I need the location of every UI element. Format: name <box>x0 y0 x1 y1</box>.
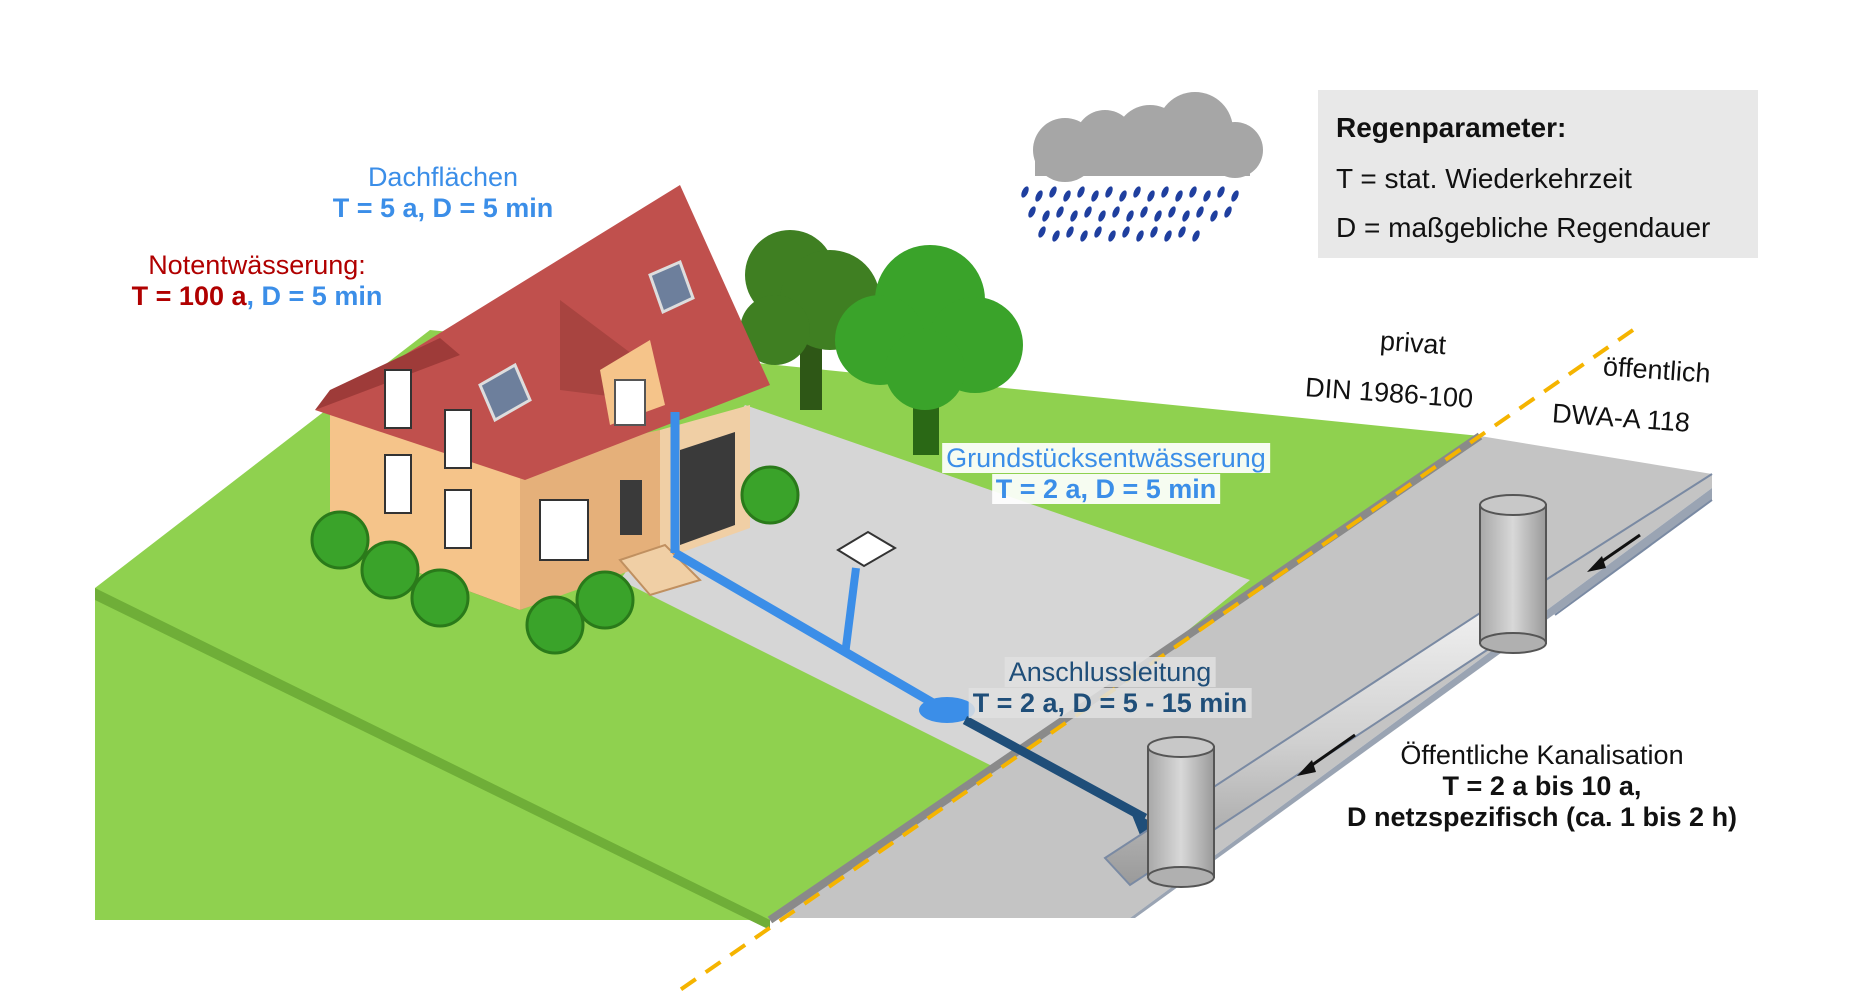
rain-cloud-icon <box>1021 92 1263 242</box>
grundstueck-title: Grundstücksentwässerung <box>942 443 1270 473</box>
raindrop <box>1122 226 1130 238</box>
raindrop <box>1066 226 1074 238</box>
kanalisation-title: Öffentliche Kanalisation <box>1400 740 1684 770</box>
skylight-1 <box>478 362 532 423</box>
raindrop <box>1154 210 1162 222</box>
connection-pipe <box>962 716 1148 822</box>
raindrop <box>1178 226 1186 238</box>
raindrop <box>1042 210 1050 222</box>
raindrop <box>1094 226 1102 238</box>
kanalisation-line3: D netzspezifisch (ca. 1 bis 2 h) <box>1346 802 1738 833</box>
raindrop <box>1192 230 1200 242</box>
raindrop <box>1063 190 1071 202</box>
yard-gully-grate <box>836 530 897 568</box>
raindrop <box>1150 226 1158 238</box>
raindrops <box>1021 186 1239 242</box>
privat-label: privat <box>1379 325 1448 361</box>
bushes <box>310 465 800 655</box>
dachflaechen-params: T = 5 a, D = 5 min <box>332 193 554 224</box>
raindrop <box>1105 186 1113 198</box>
kanalisation-line2: T = 2 a bis 10 a, <box>1442 771 1642 802</box>
kanalisation-label: Öffentliche Kanalisation T = 2 a bis 10 … <box>1347 740 1737 833</box>
manhole-shaft-1 <box>1147 746 1215 878</box>
raindrop <box>1091 190 1099 202</box>
public-sewer <box>1103 473 1713 888</box>
raindrop <box>1119 190 1127 202</box>
raindrop <box>1077 186 1085 198</box>
raindrop <box>1175 190 1183 202</box>
raindrop <box>1161 186 1169 198</box>
gully-pipe <box>841 567 860 656</box>
notentwaesserung-t: T = 100 a <box>131 281 247 312</box>
raindrop <box>1126 210 1134 222</box>
raindrop <box>1108 230 1116 242</box>
raindrop <box>1112 206 1120 218</box>
raindrop <box>1084 206 1092 218</box>
raindrop <box>1052 230 1060 242</box>
anschluss-params: T = 2 a, D = 5 - 15 min <box>968 688 1252 719</box>
notentwaesserung-sep: , <box>246 281 255 312</box>
steps <box>618 543 702 597</box>
raindrop <box>1140 206 1148 218</box>
raindrop <box>1189 186 1197 198</box>
raindrop <box>1098 210 1106 222</box>
garage-door <box>680 432 735 545</box>
raindrop <box>1203 190 1211 202</box>
street <box>770 436 1712 918</box>
street-edge <box>1130 488 1712 918</box>
legend-line1: T = stat. Wiederkehrzeit <box>1336 163 1632 194</box>
tree-back <box>740 230 880 410</box>
notentwaesserung-d: D = 5 min <box>254 281 383 312</box>
raindrop <box>1168 206 1176 218</box>
notentwaesserung-title: Notentwässerung: <box>148 250 366 280</box>
raindrop <box>1035 190 1043 202</box>
raindrop <box>1196 206 1204 218</box>
raindrop <box>1056 206 1064 218</box>
inspection-chamber <box>919 697 975 723</box>
anschluss-title: Anschlussleitung <box>1004 657 1216 687</box>
raindrop <box>1147 190 1155 202</box>
raindrop <box>1136 230 1144 242</box>
raindrop <box>1164 230 1172 242</box>
raindrop <box>1182 210 1190 222</box>
drainage-pipes <box>670 412 1160 835</box>
raindrop <box>1210 210 1218 222</box>
lawn-edge <box>95 588 770 930</box>
legend-title: Regenparameter: <box>1336 112 1567 143</box>
anschluss-label: Anschlussleitung T = 2 a, D = 5 - 15 min <box>968 657 1252 719</box>
tree-front <box>835 245 1023 455</box>
raindrop <box>1080 230 1088 242</box>
raindrop <box>1038 226 1046 238</box>
raindrop <box>1231 190 1239 202</box>
dachflaechen-label: Dachflächen T = 5 a, D = 5 min <box>333 162 554 224</box>
skylight-2 <box>648 259 695 315</box>
notentwaesserung-label: Notentwässerung: T = 100 a, D = 5 min <box>132 250 383 312</box>
raindrop <box>1217 186 1225 198</box>
private-pipe <box>672 549 948 714</box>
grundstueck-params: T = 2 a, D = 5 min <box>991 474 1221 505</box>
raindrop <box>1028 206 1036 218</box>
grundstueck-label: Grundstücksentwässerung T = 2 a, D = 5 m… <box>942 443 1270 505</box>
raindrop <box>1224 206 1232 218</box>
regenparameter-legend: Regenparameter: T = stat. Wiederkehrzeit… <box>1318 90 1758 258</box>
legend-line2: D = maßgebliche Regendauer <box>1336 212 1711 243</box>
raindrop <box>1049 186 1057 198</box>
manhole-shaft-2 <box>1479 504 1547 644</box>
raindrop <box>1021 186 1029 198</box>
raindrop <box>1070 210 1078 222</box>
raindrop <box>1133 186 1141 198</box>
dachflaechen-title: Dachflächen <box>367 162 519 192</box>
house <box>315 185 770 610</box>
